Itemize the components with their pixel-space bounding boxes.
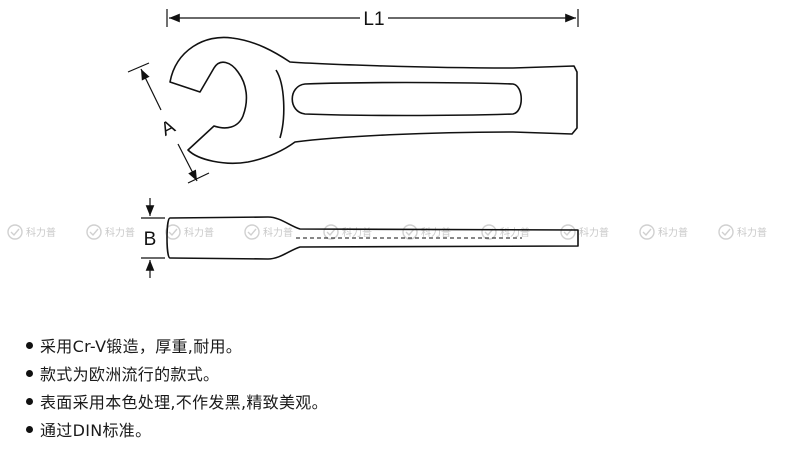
watermark: 科力普 xyxy=(402,224,451,240)
watermark-check-icon xyxy=(484,228,494,237)
watermark-text: 科力普 xyxy=(421,226,451,239)
watermark-check-icon xyxy=(563,228,573,237)
watermark-check-icon xyxy=(642,228,652,237)
bullet-icon xyxy=(26,425,33,433)
watermark-text: 科力普 xyxy=(263,226,293,239)
watermark-text: 科力普 xyxy=(579,226,609,239)
wrench-technical-drawing: 科力普 科力普 科力普 科力普 科力普 科力普 科力普 科力普 科力普 科力普 L1 A B xyxy=(7,9,767,278)
watermark-text: 科力普 xyxy=(105,226,135,239)
bullet-icon xyxy=(26,397,33,405)
watermark-logo-icon xyxy=(402,224,418,240)
wrench-side-view xyxy=(166,216,579,260)
watermark: 科力普 xyxy=(718,224,767,240)
watermark-check-icon xyxy=(168,228,178,237)
watermark-check-icon xyxy=(10,228,20,237)
wrench-top-view xyxy=(169,36,578,165)
watermark: 科力普 xyxy=(244,224,293,240)
watermark-check-icon xyxy=(247,228,257,237)
watermark: 科力普 xyxy=(7,224,56,240)
watermark-logo-icon xyxy=(244,224,260,240)
jaw-opening-label: A xyxy=(158,116,179,141)
feature-text: 通过DIN标准。 xyxy=(40,421,152,440)
watermark: 科力普 xyxy=(323,224,372,240)
list-item: 表面采用本色处理,不作发黑,精致美观。 xyxy=(26,387,328,415)
list-item: 款式为欧洲流行的款式。 xyxy=(26,359,328,387)
feature-list: 采用Cr-V锻造，厚重,耐用。 款式为欧洲流行的款式。 表面采用本色处理,不作发… xyxy=(26,331,328,443)
thickness-dimension: B xyxy=(141,198,165,278)
watermark-logo-icon xyxy=(639,224,655,240)
jaw-opening-dimension: A xyxy=(127,62,210,184)
watermark: 科力普 xyxy=(639,224,688,240)
length-dimension: L1 xyxy=(166,9,579,30)
watermark: 科力普 xyxy=(560,224,609,240)
length-label: L1 xyxy=(363,9,384,30)
watermark-text: 科力普 xyxy=(658,226,688,239)
watermark: 科力普 xyxy=(481,224,530,240)
thickness-label: B xyxy=(144,229,157,250)
watermark: 科力普 xyxy=(165,224,214,240)
watermark-row: 科力普 科力普 科力普 科力普 科力普 科力普 科力普 科力普 科力普 科力普 xyxy=(7,224,767,240)
watermark-logo-icon xyxy=(7,224,23,240)
watermark-logo-icon xyxy=(718,224,734,240)
list-item: 采用Cr-V锻造，厚重,耐用。 xyxy=(26,331,328,359)
watermark-logo-icon xyxy=(323,224,339,240)
watermark-check-icon xyxy=(89,228,99,237)
watermark-text: 科力普 xyxy=(737,226,767,239)
list-item: 通过DIN标准。 xyxy=(26,415,328,443)
watermark-check-icon xyxy=(405,228,415,237)
watermark-check-icon xyxy=(721,228,731,237)
watermark-text: 科力普 xyxy=(26,226,56,239)
watermark-check-icon xyxy=(326,228,336,237)
watermark-logo-icon xyxy=(481,224,497,240)
feature-text: 采用Cr-V锻造，厚重,耐用。 xyxy=(40,337,243,356)
watermark-logo-icon xyxy=(86,224,102,240)
watermark-logo-icon xyxy=(165,224,181,240)
watermark-text: 科力普 xyxy=(500,226,530,239)
feature-text: 表面采用本色处理,不作发黑,精致美观。 xyxy=(40,393,328,412)
feature-text: 款式为欧洲流行的款式。 xyxy=(40,365,220,384)
watermark-logo-icon xyxy=(560,224,576,240)
bullet-icon xyxy=(26,341,33,349)
watermark: 科力普 xyxy=(86,224,135,240)
watermark-text: 科力普 xyxy=(342,226,372,239)
bullet-icon xyxy=(26,369,33,377)
watermark-text: 科力普 xyxy=(184,226,214,239)
